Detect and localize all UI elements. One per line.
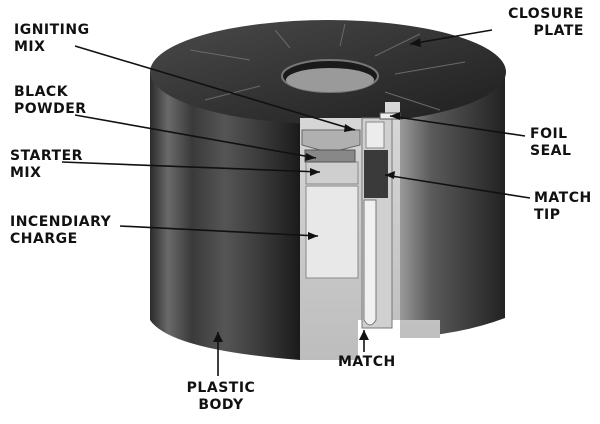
label-foil-seal-line1: FOIL	[530, 126, 568, 142]
label-foil-seal-line2: SEAL	[530, 143, 572, 159]
label-incendiary-charge: INCENDIARY CHARGE	[10, 214, 111, 248]
label-closure-plate-line2: PLATE	[533, 23, 584, 39]
label-incendiary-charge-line2: CHARGE	[10, 231, 78, 247]
label-foil-seal: FOIL SEAL	[530, 126, 571, 160]
match-stick	[363, 199, 377, 326]
incendiary-charge-cavity	[305, 185, 359, 279]
label-black-powder-line1: BLACK	[14, 84, 69, 100]
label-igniting-mix-line1: IGNITING	[14, 22, 90, 38]
label-match-tip-line2: TIP	[534, 207, 561, 223]
label-starter-mix-line1: STARTER	[10, 148, 83, 164]
plastic-body-shape	[150, 72, 300, 360]
plastic-body-right	[400, 72, 505, 338]
label-match-tip-line1: MATCH	[534, 190, 592, 206]
label-plastic-body-line1: PLASTIC	[186, 380, 256, 396]
match-tip-shape	[364, 150, 388, 198]
label-closure-plate: CLOSURE PLATE	[492, 6, 584, 40]
label-incendiary-charge-line1: INCENDIARY	[10, 214, 112, 230]
label-plastic-body-line2: BODY	[198, 397, 244, 413]
label-closure-plate-line1: CLOSURE	[508, 6, 584, 22]
label-igniting-mix-line2: MIX	[14, 39, 46, 55]
leader-arrowheads	[213, 38, 421, 342]
label-match-tip: MATCH TIP	[534, 190, 592, 224]
leader-lines	[61, 29, 531, 376]
label-black-powder: BLACK POWDER	[14, 84, 87, 118]
label-match-text: MATCH	[338, 354, 396, 370]
closure-plate-segments	[189, 23, 466, 111]
label-starter-mix-line2: MIX	[10, 165, 42, 181]
label-starter-mix: STARTER MIX	[10, 148, 83, 182]
label-black-powder-line2: POWDER	[14, 101, 87, 117]
label-igniting-mix: IGNITING MIX	[14, 22, 90, 56]
label-plastic-body: PLASTIC BODY	[182, 380, 260, 414]
label-match: MATCH	[338, 354, 396, 371]
